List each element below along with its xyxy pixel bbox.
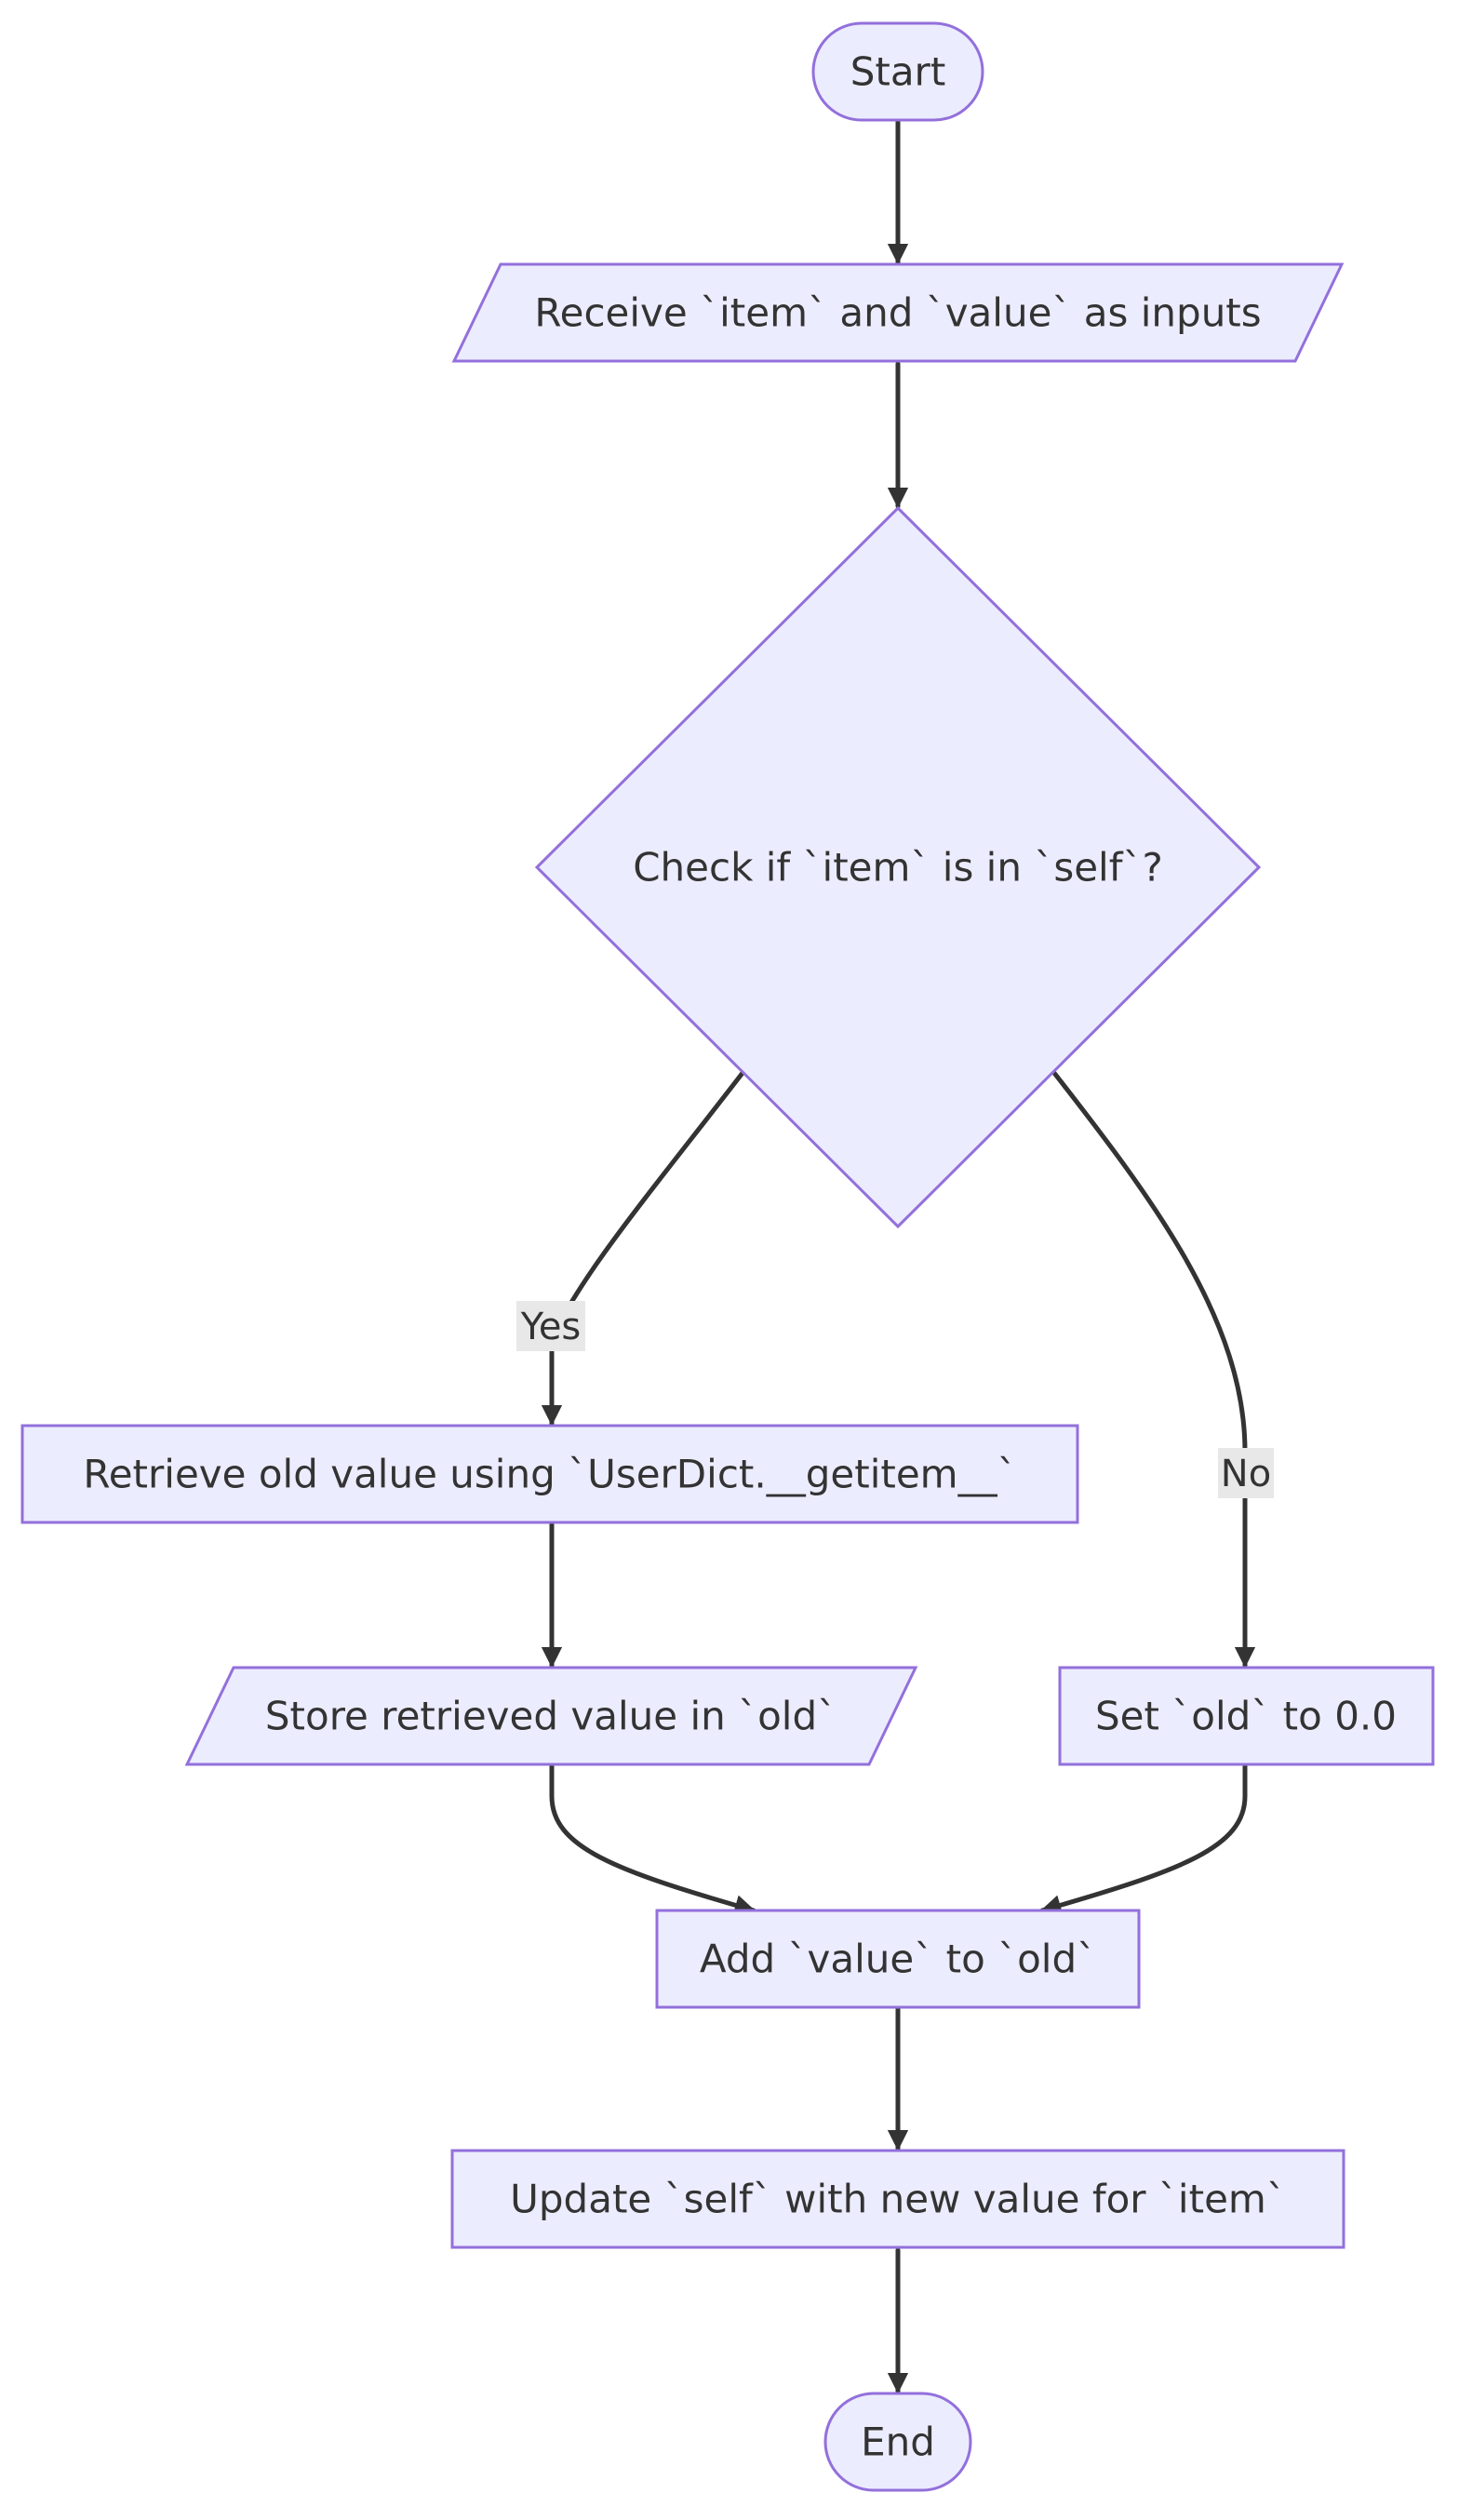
node-retrieve-old: Retrieve old value using `UserDict.__get… bbox=[20, 1424, 1079, 1524]
node-receive-inputs-shape bbox=[451, 262, 1345, 363]
node-start-shape bbox=[811, 21, 984, 122]
node-retrieve-old-label: Retrieve old value using `UserDict.__get… bbox=[83, 1452, 1016, 1497]
node-update-self-shape bbox=[450, 2149, 1345, 2249]
edge-label-no: No bbox=[1218, 1448, 1274, 1498]
edge-check-to-set-old bbox=[1051, 1070, 1256, 1669]
node-store-old: Store retrieved value in `old` bbox=[184, 1666, 918, 1766]
edges bbox=[541, 119, 1256, 2394]
node-add-value: Add `value` to `old` bbox=[655, 1909, 1141, 2009]
node-start-label: Start bbox=[850, 49, 946, 95]
node-update-self: Update `self` with new value for `item` bbox=[450, 2149, 1345, 2249]
edge-store-to-add bbox=[549, 1762, 756, 1916]
node-receive-inputs-label: Receive `item` and `value` as inputs bbox=[534, 290, 1261, 336]
node-add-value-shape bbox=[655, 1909, 1141, 2009]
node-check-item-shape bbox=[534, 505, 1262, 1229]
node-end: End bbox=[823, 2392, 972, 2492]
node-end-shape bbox=[823, 2392, 972, 2492]
edge-label-yes: Yes bbox=[516, 1301, 585, 1351]
node-add-value-label: Add `value` to `old` bbox=[700, 1937, 1096, 1982]
edge-set-old-to-add bbox=[1039, 1762, 1248, 1916]
node-store-old-label: Store retrieved value in `old` bbox=[265, 1694, 837, 1739]
node-start: Start bbox=[811, 21, 984, 122]
node-retrieve-old-shape bbox=[20, 1424, 1079, 1524]
node-store-old-shape bbox=[184, 1666, 918, 1766]
edge-label-no-text: No bbox=[1221, 1453, 1271, 1495]
node-receive-inputs: Receive `item` and `value` as inputs bbox=[451, 262, 1345, 363]
edge-check-to-retrieve bbox=[541, 1070, 745, 1427]
node-check-item-label: Check if `item` is in `self`? bbox=[633, 845, 1163, 891]
node-set-old-zero-label: Set `old` to 0.0 bbox=[1095, 1694, 1397, 1739]
node-set-old-zero: Set `old` to 0.0 bbox=[1058, 1666, 1435, 1766]
edge-label-yes-text: Yes bbox=[520, 1306, 582, 1348]
node-end-label: End bbox=[861, 2419, 935, 2465]
node-set-old-zero-shape bbox=[1058, 1666, 1435, 1766]
edge-label-yes-bg bbox=[516, 1301, 585, 1351]
edge-label-no-bg bbox=[1218, 1448, 1274, 1498]
node-check-item: Check if `item` is in `self`? bbox=[534, 505, 1262, 1229]
node-update-self-label: Update `self` with new value for `item` bbox=[510, 2177, 1286, 2222]
